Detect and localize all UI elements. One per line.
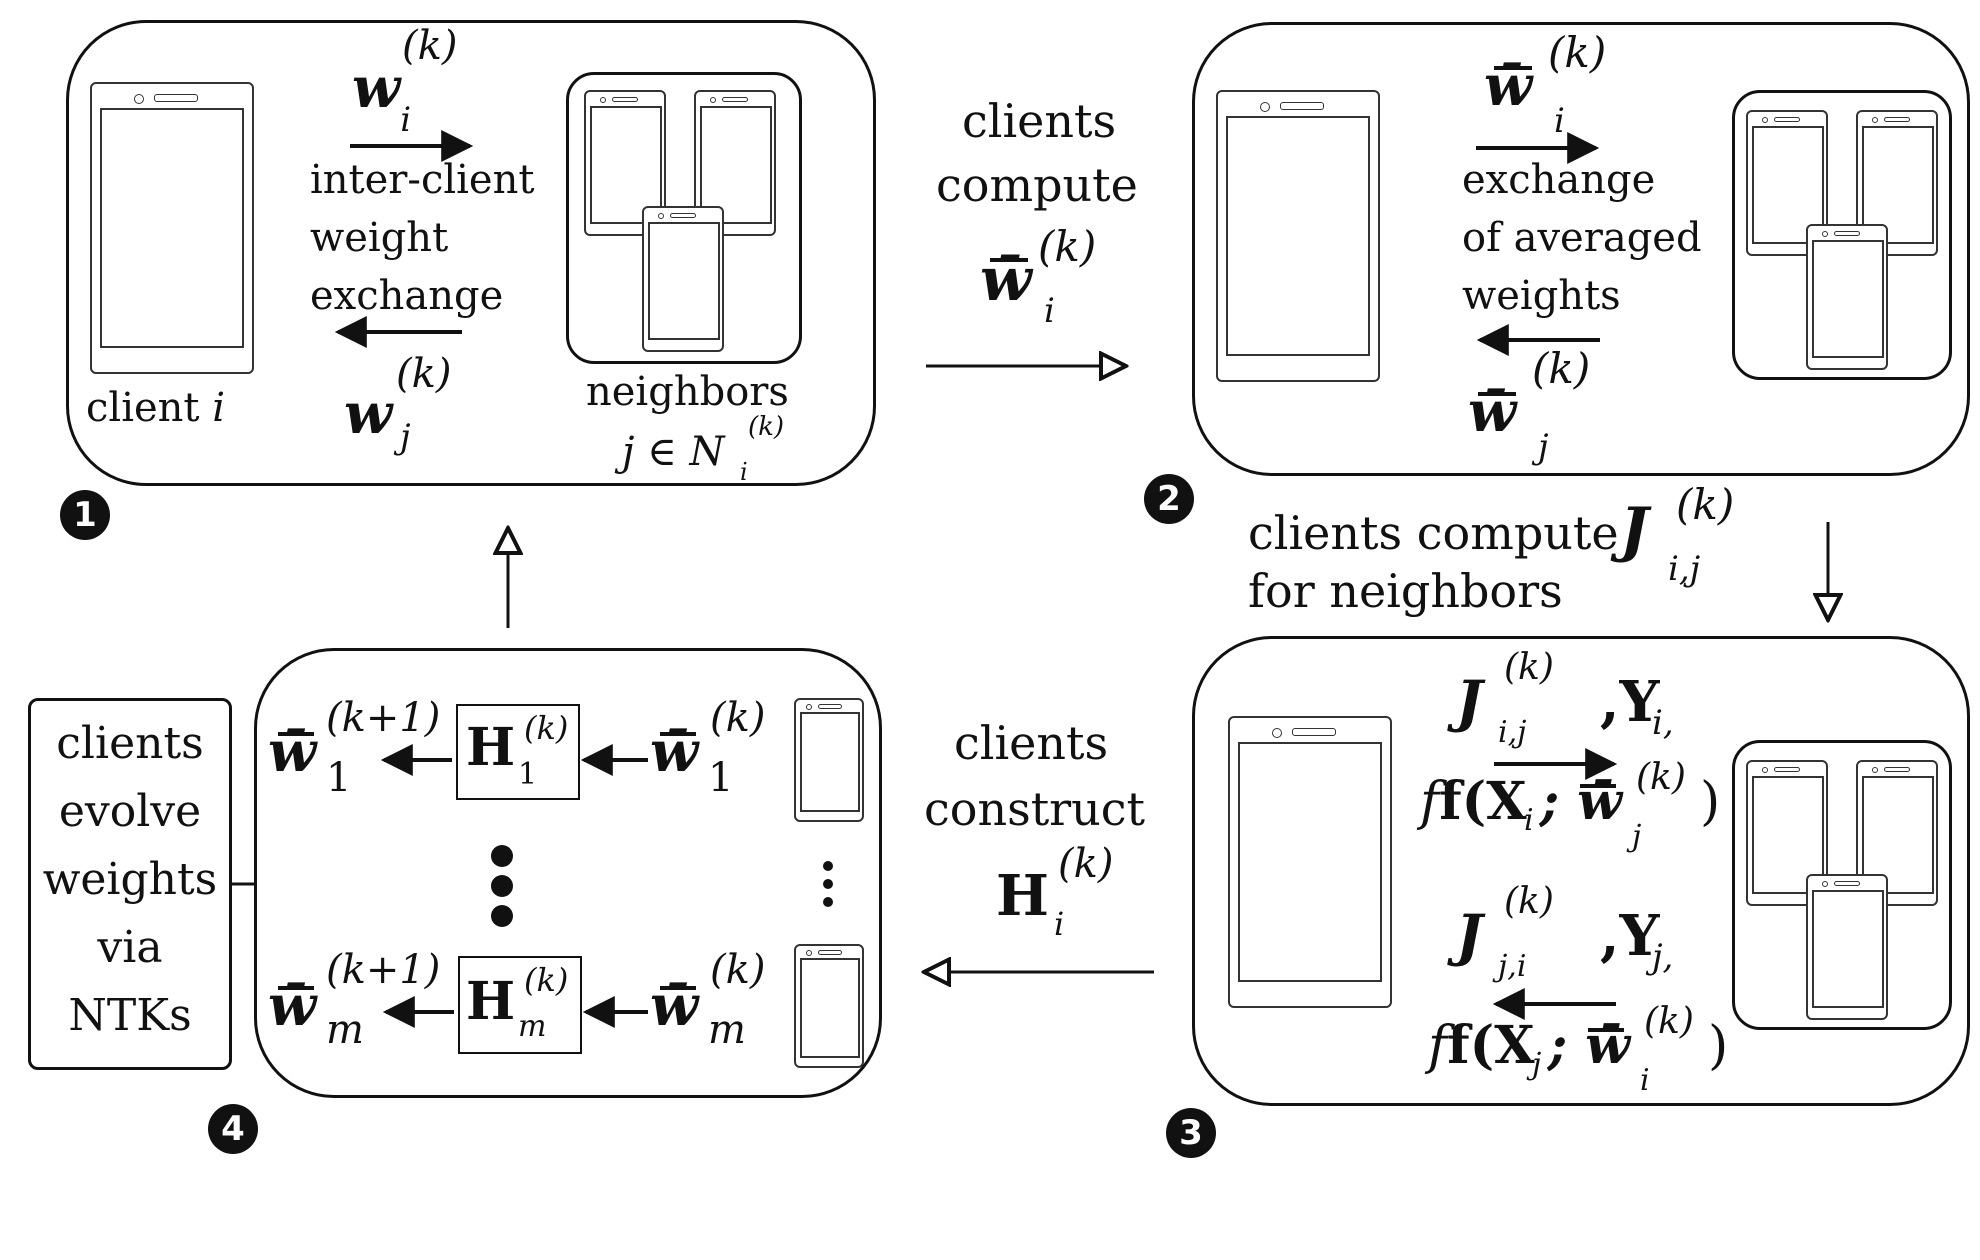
- panel3-top-f: ff(X: [1420, 771, 1527, 832]
- client-phone-3: [1228, 716, 1392, 1008]
- arrow-3-4-H: H: [996, 863, 1049, 929]
- panel2-desc-3: weights: [1462, 273, 1621, 319]
- panel4-w-bottom-sup: (k): [710, 947, 766, 993]
- neighbors-membership: j ∈ N: [622, 429, 725, 475]
- neighbors-group: [566, 72, 802, 364]
- panel3-top-J-sup: (k): [1504, 647, 1554, 688]
- panel1-desc-1: inter-client: [310, 157, 535, 203]
- phone-ellipsis-dot-1: [823, 861, 833, 871]
- step-4-marker: 4: [208, 1104, 258, 1154]
- arrow-3-4-H-sup: (k): [1058, 841, 1114, 887]
- panel3-bottom-Y-sub: j,: [1652, 937, 1674, 977]
- panel2-w-top-sub: i: [1554, 101, 1565, 141]
- panel3-bottom-J: J: [1456, 903, 1483, 969]
- panel3-bottom-f-sub: j: [1532, 1047, 1542, 1082]
- panel3-bottom-J-sub: j,i: [1498, 949, 1527, 984]
- arrow-2-3-line-1: clients compute: [1248, 506, 1619, 560]
- panel2-neighbors-group: [1732, 90, 1952, 380]
- ellipsis-dot-3: [491, 905, 513, 927]
- arrow-2-3-line-2: for neighbors: [1248, 564, 1563, 618]
- w-i-sup: (k): [402, 23, 458, 69]
- client-i-label: client i: [86, 385, 226, 431]
- panel4-w-next-top-sub: 1: [326, 755, 352, 801]
- panel3-top-J: J: [1456, 669, 1483, 735]
- arrow-3-4-H-sub: i: [1054, 905, 1065, 943]
- side-box-line-5: NTKs: [68, 990, 192, 1041]
- w-j-sub: j: [400, 417, 411, 457]
- arrow-1-2-line-1: clients: [962, 94, 1117, 148]
- panel3-top-f-sub: i: [1524, 803, 1534, 838]
- panel4-H-top: H: [466, 717, 516, 778]
- panel3-bottom-w-sup: (k): [1644, 1001, 1694, 1042]
- arrow-2-3-J: J: [1620, 495, 1649, 565]
- w-j-sup: (k): [396, 351, 452, 397]
- arrow-3-4-line-2: construct: [924, 782, 1146, 836]
- panel2-w-bottom-sub: j: [1538, 427, 1549, 467]
- panel4-phone-bottom: [794, 944, 864, 1068]
- panel4-H-top-sup: (k): [524, 709, 569, 747]
- client-phone-2: [1216, 90, 1380, 382]
- panel4-w-next-bottom-sup: (k+1): [326, 947, 441, 993]
- panel3-bottom-close-paren: ): [1708, 1016, 1729, 1076]
- panel4-w-top-sup: (k): [710, 695, 766, 741]
- panel3-neighbor-3: [1806, 874, 1888, 1020]
- panel4-H-bottom-sup: (k): [524, 961, 569, 999]
- panel3-bottom-Y: ,Y: [1600, 903, 1660, 969]
- panel4-H-bottom: H: [466, 971, 516, 1032]
- neighbors-membership-sub: i: [740, 458, 748, 486]
- panel3-top-Y: ,Y: [1600, 669, 1660, 735]
- panel2-w-top-sup: (k): [1548, 28, 1607, 77]
- panel4-H-bottom-sub: m: [518, 1009, 547, 1044]
- panel3-bottom-f: ff(X: [1428, 1015, 1535, 1076]
- neighbors-label: neighbors: [586, 369, 789, 415]
- panel-step-4: [254, 648, 882, 1098]
- panel2-desc-2: of averaged: [1462, 215, 1702, 261]
- w-j-label: w: [344, 381, 393, 447]
- panel3-top-J-sub: i,j: [1498, 715, 1527, 750]
- side-box-line-4: via: [97, 922, 163, 973]
- panel3-top-close-paren: ): [1700, 772, 1721, 832]
- panel3-neighbors-group: [1732, 740, 1952, 1030]
- side-box-line-2: evolve: [58, 786, 202, 837]
- panel4-phone-top: [794, 698, 864, 822]
- phone-ellipsis-dot-3: [823, 897, 833, 907]
- panel4-w-bottom-sub: m: [708, 1007, 746, 1053]
- panel3-top-w-sup: (k): [1636, 757, 1686, 798]
- arrow-1-2-w-sub: i: [1044, 291, 1055, 331]
- arrow-1-2-line-2: compute: [936, 158, 1138, 212]
- neighbors-membership-sup: (k): [748, 412, 785, 442]
- side-box-line-3: weights: [42, 854, 218, 905]
- step-2-marker: 2: [1144, 474, 1194, 524]
- panel4-w-top-sub: 1: [708, 755, 734, 801]
- panel4-w-next-bottom-sub: m: [326, 1007, 364, 1053]
- panel2-desc-1: exchange: [1462, 157, 1656, 203]
- panel2-neighbor-3: [1806, 224, 1888, 370]
- panel4-H-top-box: [456, 704, 580, 800]
- panel1-desc-2: weight: [310, 215, 449, 261]
- panel3-bottom-J-sup: (k): [1504, 881, 1554, 922]
- arrow-2-3-J-sup: (k): [1676, 480, 1735, 529]
- phone-ellipsis-dot-2: [823, 879, 833, 889]
- client-i-phone: [90, 82, 254, 374]
- side-box: [28, 698, 232, 1070]
- panel3-top-Y-sub: i,: [1652, 703, 1674, 743]
- panel3-bottom-w-sub: i: [1640, 1063, 1650, 1098]
- panel4-w-next-top-sup: (k+1): [326, 695, 441, 741]
- panel3-top-w-sub: j: [1632, 819, 1642, 854]
- panel4-H-bottom-box: [458, 956, 582, 1054]
- neighbor-phone-3: [642, 206, 724, 352]
- step-1-marker: 1: [60, 490, 110, 540]
- panel2-w-bottom-sup: (k): [1532, 344, 1591, 393]
- arrow-1-2-w-sup: (k): [1038, 222, 1097, 271]
- panel1-desc-3: exchange: [310, 273, 504, 319]
- panel4-H-top-sub: 1: [518, 757, 538, 792]
- w-i-label: wi: [352, 55, 412, 140]
- side-box-line-1: clients: [56, 718, 204, 769]
- step-3-marker: 3: [1166, 1108, 1216, 1158]
- arrow-3-4-line-1: clients: [954, 716, 1109, 770]
- ellipsis-dot-1: [491, 845, 513, 867]
- ellipsis-dot-2: [491, 875, 513, 897]
- arrow-2-3-J-sub: i,j: [1668, 549, 1701, 589]
